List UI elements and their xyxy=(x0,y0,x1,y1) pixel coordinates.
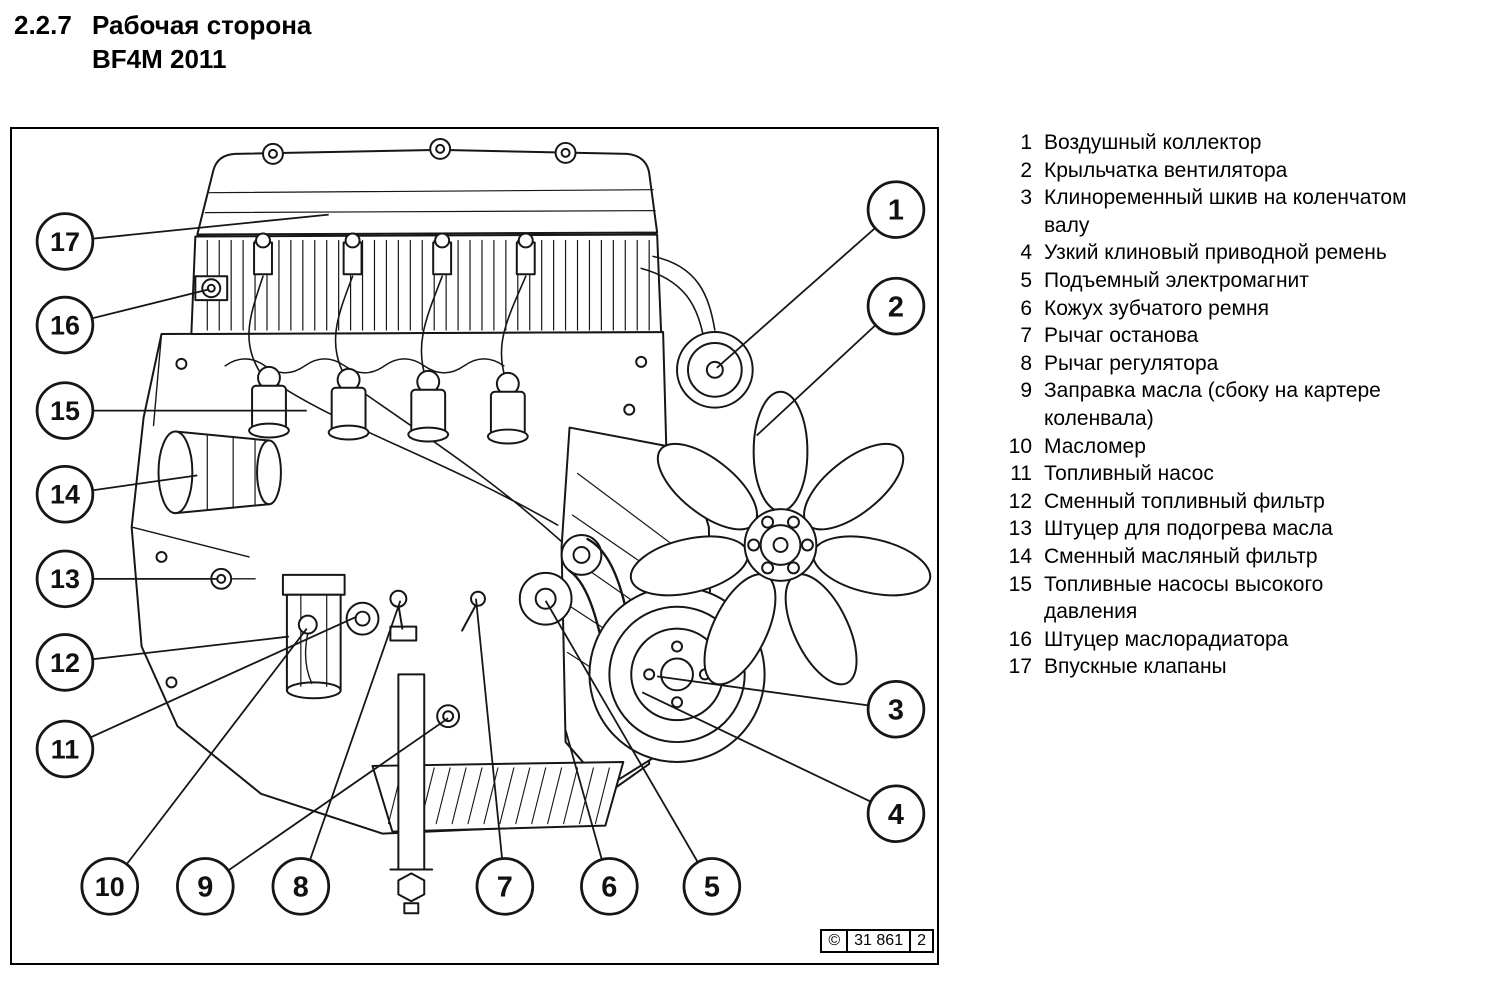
callout-16: 16 xyxy=(35,288,210,355)
legend-item: 10 Масломер xyxy=(1002,433,1462,461)
callout-9: 9 xyxy=(176,717,449,916)
svg-text:3: 3 xyxy=(888,694,904,726)
svg-text:8: 8 xyxy=(293,871,309,903)
legend-item: 15 Топливные насосы высокого давления xyxy=(1002,571,1462,626)
legend-item-text: Рычаг регулятора xyxy=(1044,351,1219,375)
callout-15: 15 xyxy=(35,381,307,440)
legend-item-text: Штуцер маслорадиатора xyxy=(1044,627,1289,651)
svg-text:16: 16 xyxy=(50,310,80,340)
legend-item-number: 2 xyxy=(1020,158,1032,182)
figure-code: 31 861 xyxy=(846,931,909,951)
legend-item: 17 Впускные клапаны xyxy=(1002,653,1462,681)
legend-item: 2 Крыльчатка вентилятора xyxy=(1002,157,1462,185)
legend-item-text: Клиноременный шкив на коленчатом валу xyxy=(1044,186,1407,237)
page-heading: 2.2.7 Рабочая сторона BF4M 2011 xyxy=(14,8,311,76)
callout-6: 6 xyxy=(564,729,639,916)
callout-13: 13 xyxy=(35,549,218,609)
svg-text:2: 2 xyxy=(888,291,904,323)
legend-item-number: 10 xyxy=(1008,434,1032,458)
callout-4: 4 xyxy=(641,691,926,843)
legend-item-number: 8 xyxy=(1020,351,1032,375)
legend-item-text: Узкий клиновый приводной ремень xyxy=(1044,241,1387,265)
callout-3: 3 xyxy=(657,675,926,739)
engine-illustration xyxy=(130,137,932,915)
legend-item-number: 1 xyxy=(1020,131,1032,154)
page-subtitle: BF4M 2011 xyxy=(92,44,227,74)
legend-item-number: 14 xyxy=(1008,544,1032,568)
svg-text:11: 11 xyxy=(51,734,79,764)
svg-text:13: 13 xyxy=(50,564,80,594)
svg-text:6: 6 xyxy=(601,871,617,903)
svg-text:17: 17 xyxy=(50,227,80,257)
figure-stamp: © 31 861 2 xyxy=(820,929,934,953)
svg-text:9: 9 xyxy=(197,871,213,903)
legend-item: 16 Штуцер маслорадиатора xyxy=(1002,626,1462,654)
legend-item: 1 Воздушный коллектор xyxy=(1002,129,1462,157)
legend-item: 6 Кожух зубчатого ремня xyxy=(1002,295,1462,323)
legend-item: 11 Топливный насос xyxy=(1002,460,1462,488)
legend-item-number: 3 xyxy=(1020,186,1032,210)
legend-item-text: Топливные насосы высокого давления xyxy=(1044,572,1324,624)
legend-item-text: Крыльчатка вентилятора xyxy=(1044,158,1288,182)
callout-2: 2 xyxy=(756,276,926,437)
legend-item: 13 Штуцер для подогрева масла xyxy=(1002,515,1462,543)
legend-item: 4 Узкий клиновый приводной ремень xyxy=(1002,239,1462,267)
section-number: 2.2.7 xyxy=(14,10,72,40)
callout-1: 1 xyxy=(716,180,926,369)
legend-item-text: Рычаг останова xyxy=(1044,324,1199,348)
figure-revision: 2 xyxy=(909,931,932,951)
legend-item-number: 17 xyxy=(1008,655,1032,679)
legend-item-number: 12 xyxy=(1008,489,1032,513)
page-title: Рабочая сторона xyxy=(92,10,312,40)
legend-item-number: 16 xyxy=(1008,627,1032,651)
legend-item-text: Воздушный коллектор xyxy=(1044,131,1262,154)
legend-item-number: 5 xyxy=(1020,268,1032,292)
legend-item-number: 15 xyxy=(1008,572,1032,596)
legend-item: 7 Рычаг останова xyxy=(1002,322,1462,350)
callout-17: 17 xyxy=(35,212,329,271)
callout-5: 5 xyxy=(544,600,742,916)
svg-text:1: 1 xyxy=(888,195,904,227)
callout-8: 8 xyxy=(271,600,402,916)
legend-item-number: 4 xyxy=(1020,241,1032,265)
legend-item-text: Топливный насос xyxy=(1044,462,1214,486)
legend-item: 5 Подъемный электромагнит xyxy=(1002,267,1462,295)
svg-text:12: 12 xyxy=(50,648,80,678)
svg-text:4: 4 xyxy=(888,799,904,831)
legend-item-number: 13 xyxy=(1008,517,1032,541)
legend-item-text: Подъемный электромагнит xyxy=(1044,268,1309,292)
legend-item: 12 Сменный топливный фильтр xyxy=(1002,488,1462,516)
copyright-icon: © xyxy=(828,932,841,949)
legend-item: 8 Рычаг регулятора xyxy=(1002,350,1462,378)
legend-item-text: Кожух зубчатого ремня xyxy=(1044,296,1269,320)
legend-item-text: Масломер xyxy=(1044,434,1146,458)
legend-item: 3 Клиноременный шкив на коленчатом валу xyxy=(1002,184,1462,239)
legend-item-number: 6 xyxy=(1020,296,1032,320)
svg-text:7: 7 xyxy=(497,871,513,903)
legend-item-number: 9 xyxy=(1020,379,1032,403)
legend-item: 14 Сменный масляный фильтр xyxy=(1002,543,1462,571)
callout-14: 14 xyxy=(35,464,198,524)
legend-item-number: 7 xyxy=(1020,324,1032,348)
legend-item-number: 11 xyxy=(1010,462,1032,486)
svg-text:14: 14 xyxy=(50,480,80,510)
callout-11: 11 xyxy=(35,615,357,779)
svg-text:10: 10 xyxy=(95,872,125,902)
legend-item-text: Сменный топливный фильтр xyxy=(1044,489,1325,513)
callout-10: 10 xyxy=(80,628,308,916)
legend-item-text: Впускные клапаны xyxy=(1044,655,1227,679)
svg-text:15: 15 xyxy=(50,396,80,426)
callout-12: 12 xyxy=(35,633,289,692)
legend-item-text: Сменный масляный фильтр xyxy=(1044,544,1318,568)
legend-item-text: Штуцер для подогрева масла xyxy=(1044,517,1333,541)
legend-item: 9 Заправка масла (сбоку на картере коленв… xyxy=(1002,377,1462,432)
parts-legend: 1 Воздушный коллектор 2 Крыльчатка вентилят… xyxy=(1002,129,1462,681)
svg-text:5: 5 xyxy=(704,871,720,903)
legend-item-text: Заправка масла (сбоку на картере коленва… xyxy=(1044,379,1381,430)
callout-7: 7 xyxy=(475,598,535,916)
